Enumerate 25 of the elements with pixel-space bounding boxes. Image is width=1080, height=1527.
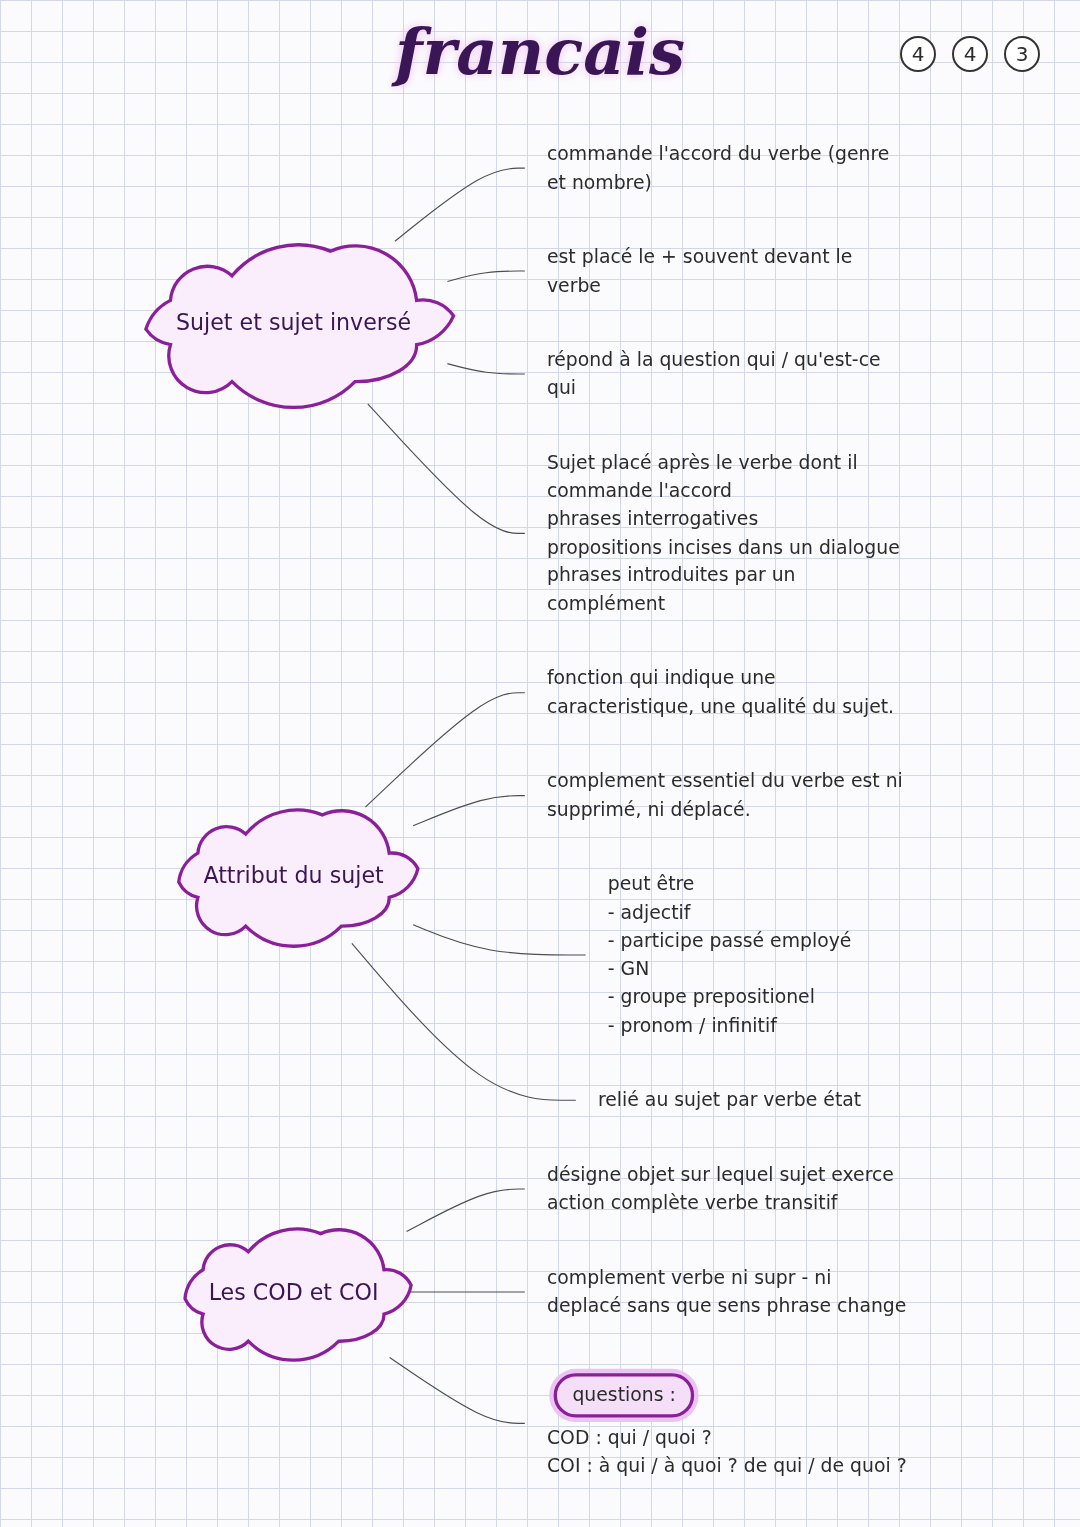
node-text: peut être - adjectif - participe passé employé - GN - groupe prepositionel - pronom / infinitif: [607, 872, 852, 1036]
callout-number: 4: [900, 36, 936, 72]
node-text: complement essentiel du verbe est ni supprimé, ni déplacé.: [546, 769, 903, 820]
node-text: complement verbe ni supr - ni deplacé sans que sens phrase change: [546, 1265, 907, 1317]
node-text: désigne objet sur lequel sujet exerce action complète verbe transitif: [546, 1163, 894, 1214]
connector: [394, 167, 526, 242]
connector: [412, 924, 587, 956]
connector: [405, 1188, 526, 1233]
node-text: commande l'accord du verbe (genre et nombre): [546, 142, 890, 193]
connector: [351, 942, 577, 1101]
connector: [412, 795, 526, 827]
connector: [367, 403, 526, 534]
node-text: répond à la question qui / qu'est-ce qui: [546, 347, 881, 399]
node-label: COD : qui / quoi ?: [546, 1425, 712, 1448]
connector: [446, 270, 526, 282]
connector: [389, 1357, 526, 1424]
connector: [364, 692, 526, 808]
node-text: est placé le + souvent devant le verbe: [546, 245, 853, 296]
node-text: fonction qui indique une caracteristique, une qualité du sujet.: [546, 666, 895, 718]
node-text: relié au sujet par verbe état: [597, 1088, 862, 1111]
node-text: Sujet placé après le verbe dont il commande l'accord phrases interrogatives propositions incises dans un dialogue phrases introduites par un complément: [546, 450, 900, 615]
callout-number: 4: [952, 36, 988, 72]
connector: [446, 363, 526, 375]
node-label: COI : à qui / à quoi ? de qui / de quoi ?: [546, 1454, 907, 1477]
callout-number: 3: [1004, 36, 1040, 72]
